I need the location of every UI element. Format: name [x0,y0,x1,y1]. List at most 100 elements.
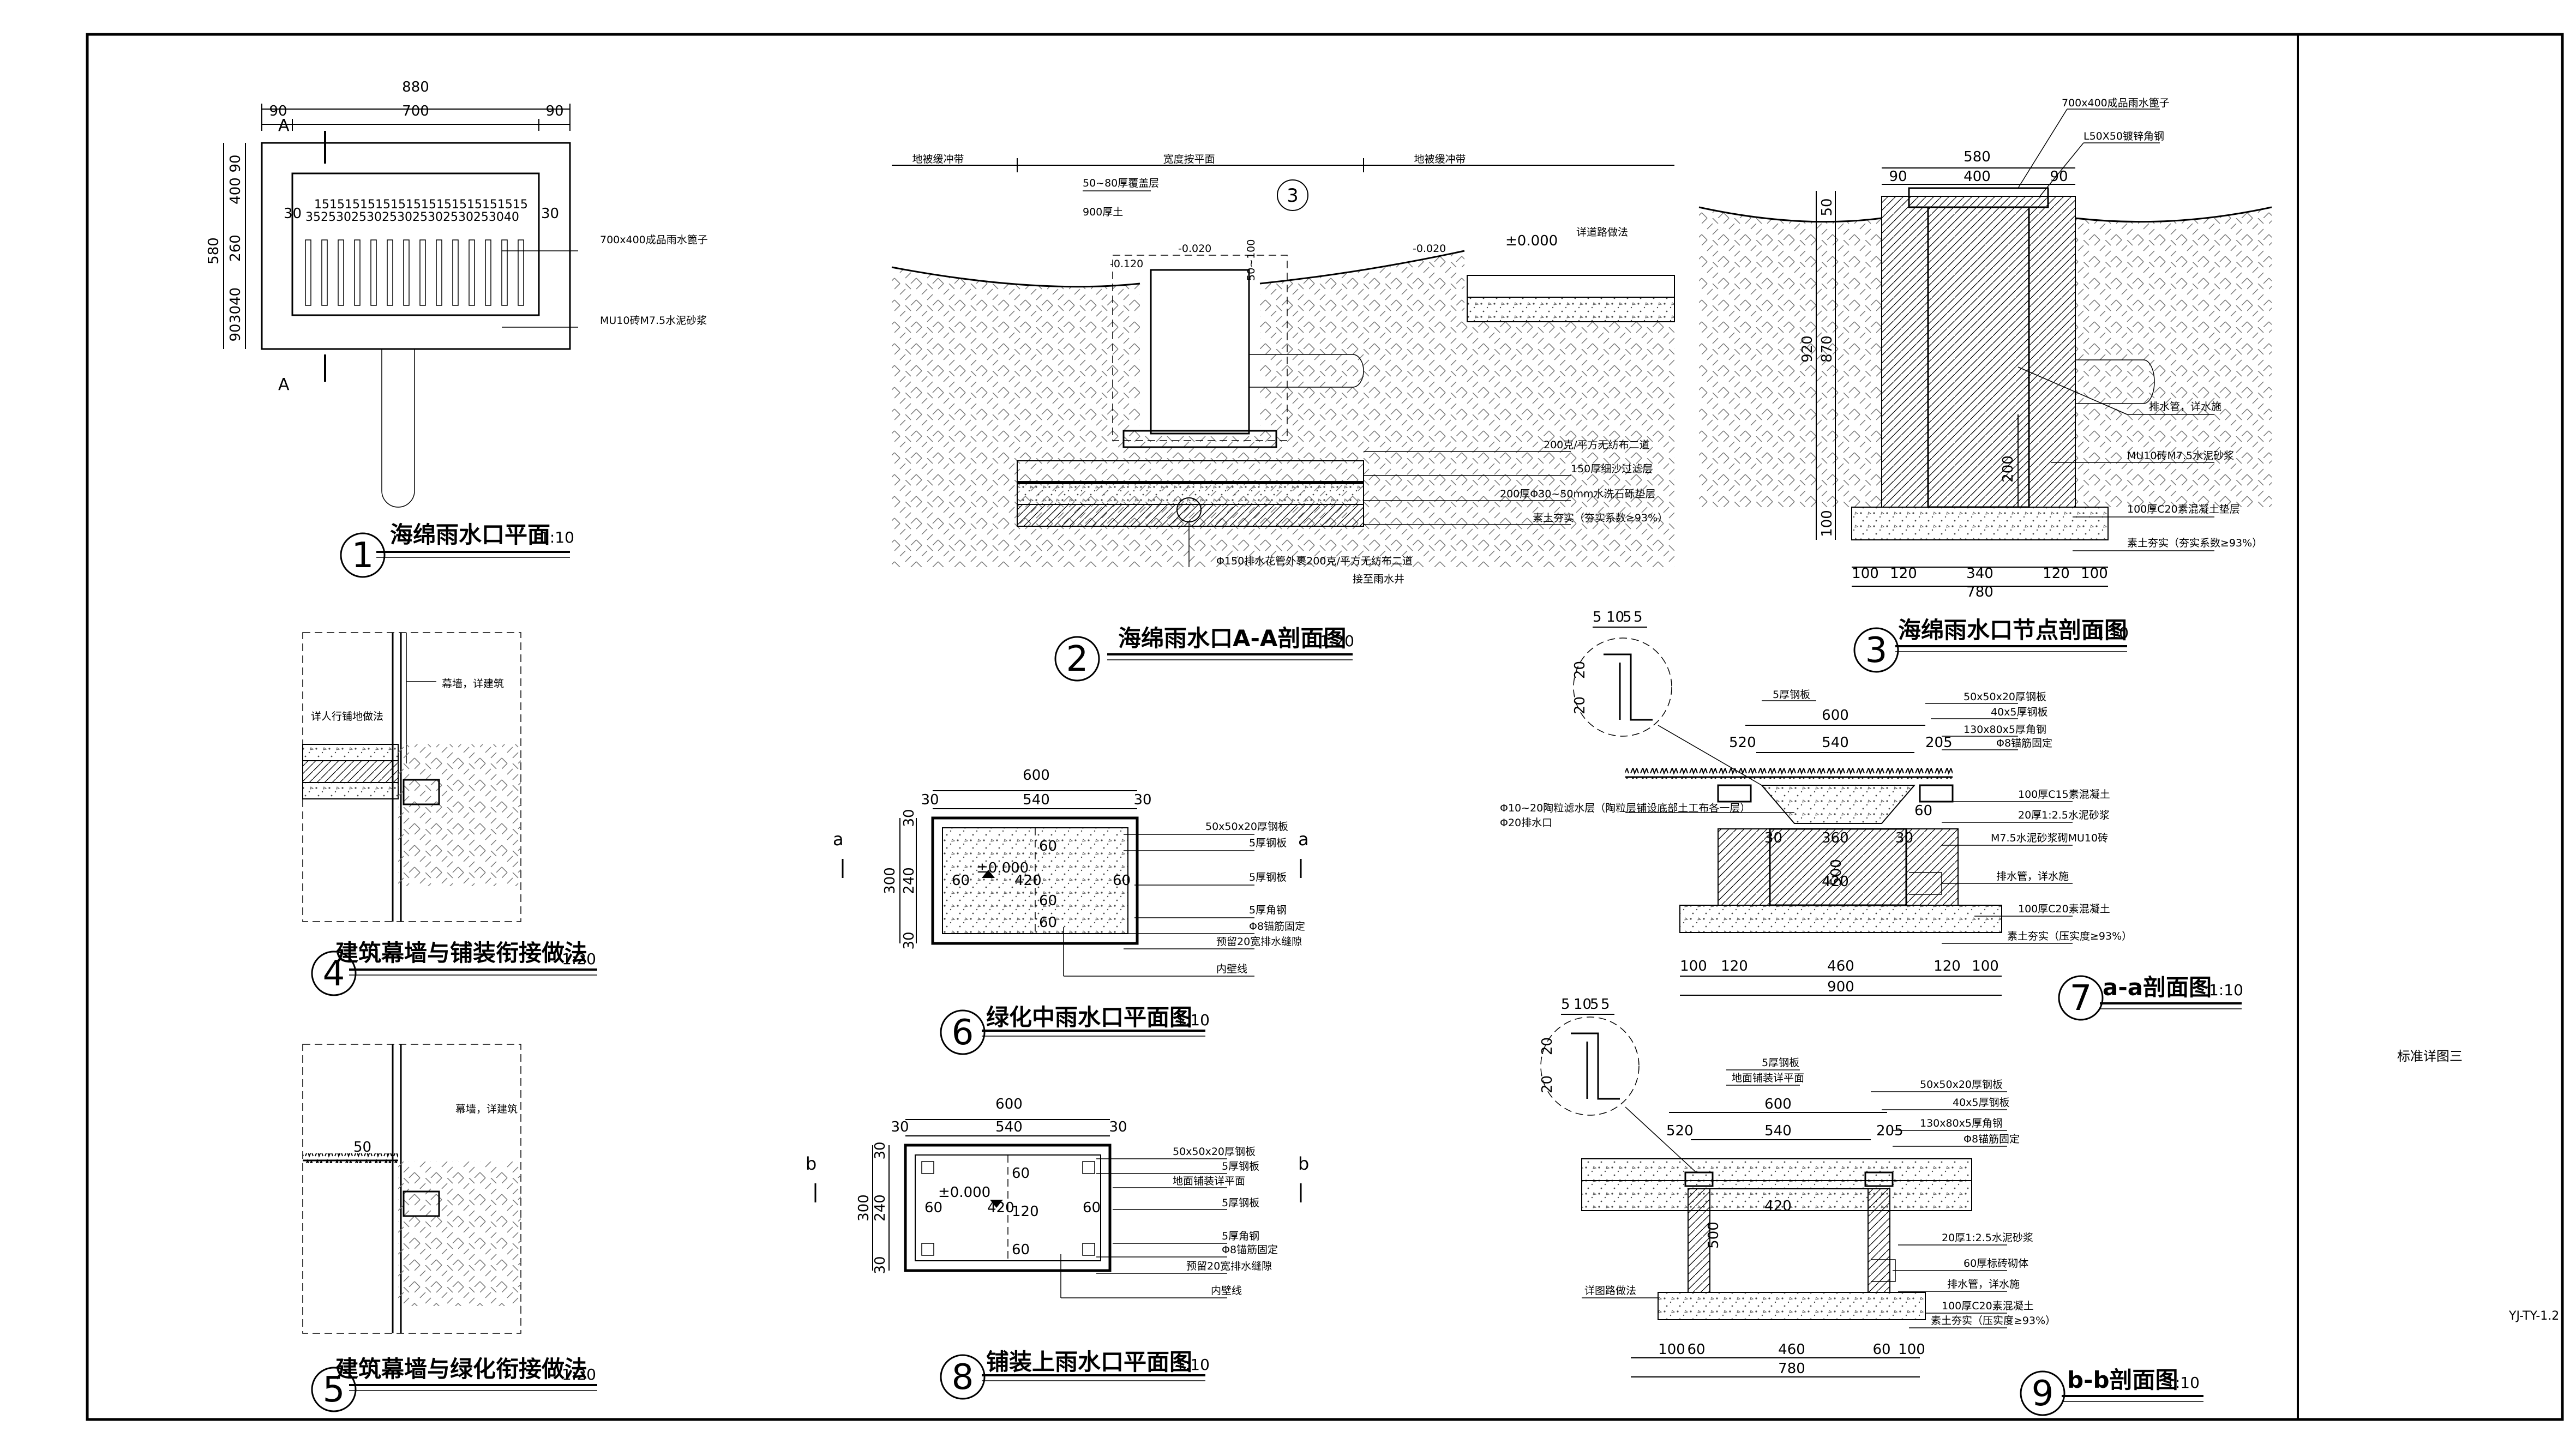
svg-text:5厚钢板: 5厚钢板 [1222,1160,1259,1172]
svg-text:240: 240 [901,867,917,894]
inlet-frame [931,816,1139,945]
detail-5-curtain-wall-planting: 幕墙，详建筑 50 5 建筑幕墙与绿化衔接做法 1:20 [302,1044,597,1412]
svg-text:5厚角钢: 5厚角钢 [1249,904,1287,916]
svg-text:400: 400 [1963,169,1991,185]
detail-3-node-section: 580 90 400 90 50 920 870 100 200 100 120… [1698,97,2272,673]
svg-text:205: 205 [1925,735,1953,751]
svg-text:920: 920 [1799,335,1816,363]
svg-text:60: 60 [1039,838,1057,855]
svg-text:Φ8锚筋固定: Φ8锚筋固定 [1963,1133,2020,1145]
svg-text:7: 7 [2070,978,2092,1019]
svg-text:60: 60 [1039,914,1057,931]
svg-text:540: 540 [995,1119,1023,1135]
grate-bars [305,239,524,306]
svg-text:M7.5水泥砂浆砌MU10砖: M7.5水泥砂浆砌MU10砖 [1991,832,2108,844]
svg-text:20厚1:2.5水泥砂浆: 20厚1:2.5水泥砂浆 [2018,809,2110,821]
svg-text:10: 10 [1606,609,1624,625]
svg-text:50: 50 [1819,198,1835,216]
svg-text:5: 5 [1593,609,1602,625]
svg-text:50: 50 [353,1139,371,1156]
svg-text:100厚C20素混凝土: 100厚C20素混凝土 [2018,903,2110,915]
svg-text:预留20宽排水缝隙: 预留20宽排水缝隙 [1186,1260,1272,1272]
svg-text:1:10: 1:10 [1175,1356,1210,1374]
svg-text:详图路做法: 详图路做法 [1584,1285,1636,1297]
svg-text:1:20: 1:20 [562,1365,596,1383]
svg-text:420: 420 [987,1200,1014,1216]
svg-text:建筑幕墙与铺装衔接做法: 建筑幕墙与铺装衔接做法 [335,940,587,966]
svg-text:1:20: 1:20 [562,950,596,968]
svg-text:900: 900 [1827,979,1854,995]
svg-text:50x50x20厚钢板: 50x50x20厚钢板 [1173,1146,1256,1158]
detail-1-number-circle [340,532,386,578]
svg-text:1:20: 1:20 [1320,632,1354,650]
svg-text:120: 120 [1933,958,1961,974]
svg-text:30: 30 [901,931,917,949]
svg-text:460: 460 [1827,958,1854,974]
section-3-notes: 700x400成品雨水篦子 L50X50镀锌角钢 排水管，详水施 MU10砖M7… [2017,97,2262,551]
svg-text:60: 60 [1872,1341,1890,1358]
svg-text:a: a [833,829,844,850]
svg-text:520: 520 [1729,735,1756,751]
dimension-left: 580 90 400 260 3040 90 [206,143,246,349]
svg-text:30: 30 [901,809,917,827]
svg-text:2: 2 [1066,639,1089,679]
svg-text:b-b剖面图: b-b剖面图 [2067,1367,2178,1393]
svg-text:5: 5 [323,1370,345,1410]
svg-text:地被缓冲带: 地被缓冲带 [1414,153,1466,165]
dimension-bottom: 100 120 340 120 100 780 [1852,565,2108,600]
svg-text:460: 460 [1778,1341,1805,1358]
svg-text:海绵雨水口节点剖面图: 海绵雨水口节点剖面图 [1898,617,2127,643]
svg-text:580: 580 [206,237,222,264]
svg-text:5: 5 [1561,996,1570,1013]
svg-text:700: 700 [402,103,429,119]
svg-text:150厚细沙过滤层: 150厚细沙过滤层 [1571,463,1653,475]
sheet-code: YJ-TY-1.2 [2508,1309,2559,1323]
svg-text:MU10砖M7.5水泥砂浆: MU10砖M7.5水泥砂浆 [600,315,707,327]
svg-text:20: 20 [1539,1075,1556,1093]
svg-text:500: 500 [1706,1222,1722,1249]
svg-text:700x400成品雨水篦子: 700x400成品雨水篦子 [600,234,708,246]
dimension-left: 50 920 870 100 200 [1799,191,2019,540]
section-8-notes: 50x50x20厚钢板 5厚钢板 地面铺装详平面 5厚钢板 5厚角钢 Φ8锚筋固… [1060,1146,1278,1298]
base-slab [1122,430,1277,448]
detail-9-section-b: 5 10 5 5 20 20 600 520 540 205 420 500 1… [1539,996,2203,1416]
svg-text:20厚1:2.5水泥砂浆: 20厚1:2.5水泥砂浆 [1942,1232,2033,1244]
svg-text:3: 3 [1865,630,1888,671]
svg-text:1:10: 1:10 [2094,624,2129,642]
svg-text:20: 20 [1539,1037,1556,1055]
svg-text:b: b [1298,1153,1309,1174]
svg-text:幕墙，详建筑: 幕墙，详建筑 [442,678,504,690]
section-9-dimension-bottom: 100 60 460 60 100 780 [1631,1341,1925,1377]
svg-text:排水管，详水施: 排水管，详水施 [1996,870,2069,882]
svg-text:5: 5 [1601,996,1610,1013]
svg-text:详人行铺地做法: 详人行铺地做法 [311,711,383,723]
svg-text:-0.120: -0.120 [1110,258,1143,270]
svg-text:6: 6 [952,1013,974,1053]
section-7-notes: 50x50x20厚钢板 40x5厚钢板 130x80x5厚角钢 Φ8锚筋固定 1… [1500,691,2132,944]
svg-text:排水管，详水施: 排水管，详水施 [2149,401,2221,413]
svg-text:60: 60 [924,1200,942,1216]
svg-text:5厚钢板: 5厚钢板 [1249,837,1287,849]
c20-base [1658,1292,1926,1320]
svg-text:3: 3 [1287,185,1299,207]
svg-text:40x5厚钢板: 40x5厚钢板 [1953,1097,2010,1109]
svg-text:90: 90 [227,154,244,172]
svg-text:1515151515151515151515151515: 1515151515151515151515151515 [314,198,528,212]
svg-text:预留20宽排水缝隙: 预留20宽排水缝隙 [1216,936,1302,948]
svg-text:90: 90 [269,103,287,119]
grate-top [1908,187,2049,208]
section-7-dimension-bottom: 100 120 460 120 100 900 [1680,958,2002,996]
svg-text:900厚土: 900厚土 [1083,206,1123,218]
svg-text:5厚钢板: 5厚钢板 [1222,1197,1259,1209]
svg-text:600: 600 [1764,1096,1792,1112]
anchor-plate [403,779,440,805]
svg-text:Φ8锚筋固定: Φ8锚筋固定 [1222,1244,1278,1256]
svg-text:520: 520 [1666,1123,1694,1139]
svg-text:420: 420 [1764,1198,1792,1214]
svg-text:1:10: 1:10 [1175,1011,1210,1029]
c20-base [1679,905,2002,933]
svg-text:5: 5 [1590,996,1599,1013]
svg-text:60: 60 [1914,803,1932,819]
svg-text:A: A [278,116,290,135]
